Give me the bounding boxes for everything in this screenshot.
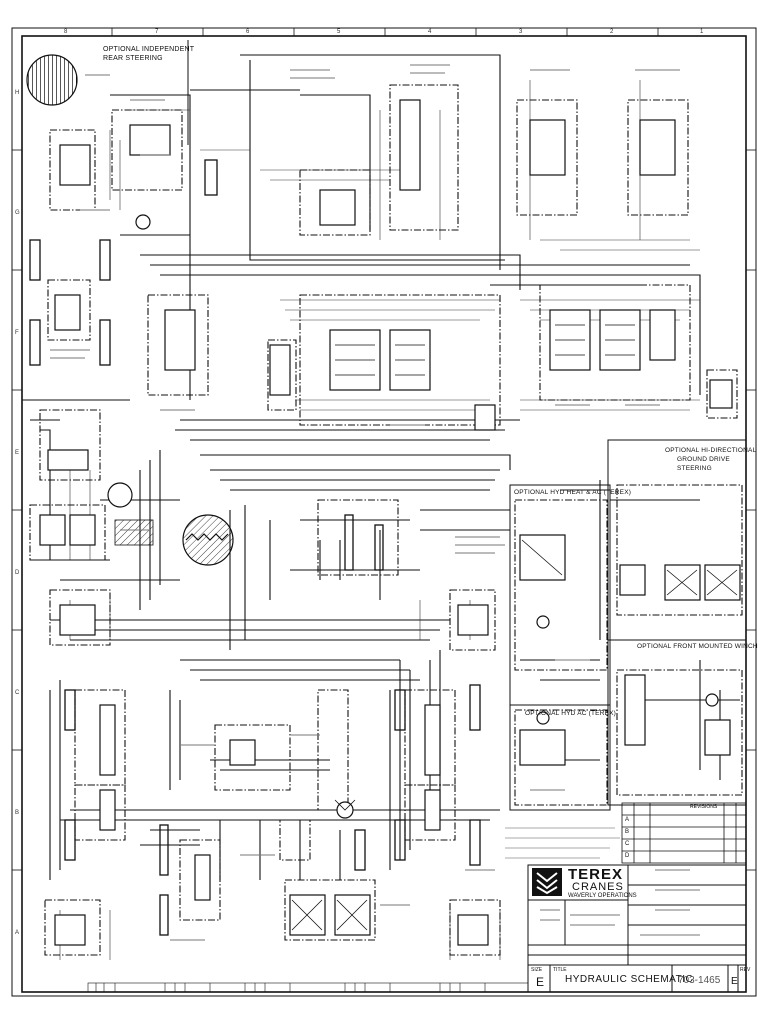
illegible-annotation-bars: [50, 64, 700, 941]
swivel-zigzag: [185, 533, 229, 541]
reservoir-hatch: [114, 519, 154, 546]
zone-row-label: E: [15, 450, 20, 456]
valve-symbols: [291, 324, 738, 931]
assembly-enclosures: [29, 84, 743, 956]
company-sub: CRANES: [572, 881, 624, 893]
terex-logo-chevrons: [536, 872, 558, 895]
revision-letter: C: [625, 841, 630, 847]
center-swivel-symbol: [182, 514, 234, 566]
section-title-rear-steering-line2: REAR STEERING: [103, 55, 163, 62]
swivel-hatched-symbol: [26, 54, 78, 106]
sheet-outer-border: [11, 27, 757, 997]
drawing-title: HYDRAULIC SCHEMATIC: [565, 974, 694, 985]
zone-col-label: 8: [64, 29, 68, 35]
revision-table: [621, 802, 747, 864]
option-frames: [509, 439, 747, 811]
company-name: TEREX: [568, 866, 624, 883]
title-block-frame: [527, 864, 747, 993]
company-division: WAVERLY OPERATIONS: [568, 893, 637, 899]
pumps-and-motors: [107, 214, 719, 819]
zone-row-label: F: [15, 330, 19, 336]
zone-row-label: C: [15, 690, 20, 696]
rev-label: REV: [740, 967, 751, 973]
notes-lines: [505, 827, 620, 859]
section-title-hyd-ac: OPTIONAL HYD AC (TEREX): [525, 710, 617, 717]
revision-letter: B: [625, 829, 630, 835]
zone-col-label: 3: [519, 29, 523, 35]
zone-row-label: A: [15, 930, 20, 936]
rev-value: E: [731, 976, 738, 987]
bottom-strip: [87, 982, 529, 993]
zone-row-label: D: [15, 570, 20, 576]
zone-col-label: 6: [246, 29, 250, 35]
size-label: SIZE: [531, 967, 543, 973]
zone-col-label: 2: [610, 29, 614, 35]
hydraulic-lines: [30, 54, 740, 880]
zone-row-label: G: [15, 210, 20, 216]
zone-row-label: B: [15, 810, 20, 816]
section-title-ground-steering-line3: STEERING: [677, 465, 712, 472]
zone-col-label: 1: [700, 29, 704, 35]
zone-col-label: 7: [155, 29, 159, 35]
section-title-heat-ac: OPTIONAL HYD HEAT & AC (TEREX): [514, 489, 632, 496]
section-title-rear-steering-line1: OPTIONAL INDEPENDENT: [103, 46, 195, 53]
section-title-front-winch: OPTIONAL FRONT MOUNTED WINCH: [637, 643, 758, 650]
zone-ticks: [12, 28, 756, 871]
revision-letter: D: [625, 853, 630, 859]
section-title-ground-steering-line2: GROUND DRIVE: [677, 456, 730, 463]
drawing-number: 703-1465: [678, 975, 721, 986]
title-label: TITLE: [553, 967, 567, 973]
zone-col-label: 4: [428, 29, 432, 35]
size-value: E: [536, 975, 545, 989]
section-title-ground-steering-line1: OPTIONAL HI-DIRECTIONAL: [665, 447, 757, 454]
revisions-header: REVISIONS: [690, 804, 718, 810]
cylinders: [29, 159, 481, 936]
zone-col-label: 5: [337, 29, 341, 35]
revision-letter: A: [625, 817, 630, 823]
sheet-inner-border: [21, 35, 747, 993]
zone-row-label: H: [15, 90, 20, 96]
